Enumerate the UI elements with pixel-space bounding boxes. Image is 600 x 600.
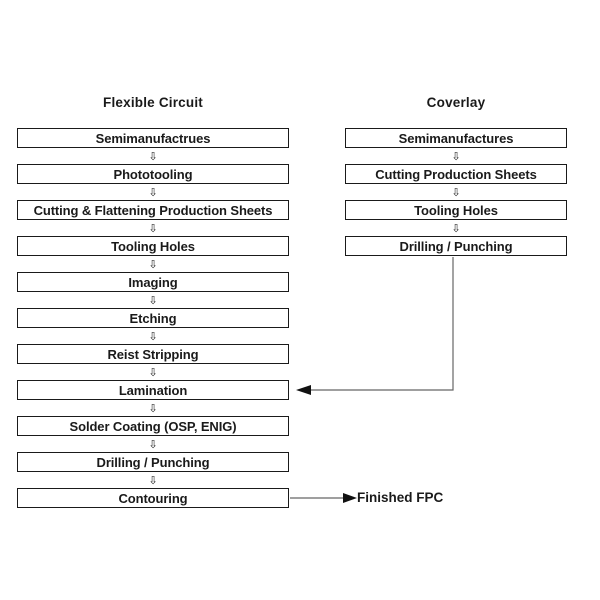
flow-step-box: Drilling / Punching (17, 452, 289, 472)
flow-step-box: Cutting & Flattening Production Sheets (17, 200, 289, 220)
flow-step-box: Cutting Production Sheets (345, 164, 567, 184)
flow-step-box: Drilling / Punching (345, 236, 567, 256)
down-arrow-icon: ⇩ (148, 221, 158, 235)
down-arrow-icon: ⇩ (148, 149, 158, 163)
left-column-title: Flexible Circuit (103, 95, 203, 110)
flow-step-box: Reist Stripping (17, 344, 289, 364)
flow-step-box: Imaging (17, 272, 289, 292)
flexible-circuit-column: Semimanufactrues ⇩ Phototooling ⇩ Cuttin… (17, 128, 289, 508)
down-arrow-icon: ⇩ (148, 257, 158, 271)
down-arrow-icon: ⇩ (148, 293, 158, 307)
down-arrow-icon: ⇩ (148, 473, 158, 487)
down-arrow-icon: ⇩ (148, 401, 158, 415)
coverlay-to-lamination-line (309, 257, 454, 391)
flow-step-box: Phototooling (17, 164, 289, 184)
down-arrow-icon: ⇩ (148, 185, 158, 199)
down-arrow-icon: ⇩ (451, 149, 461, 163)
down-arrow-icon: ⇩ (451, 221, 461, 235)
flow-step-box: Tooling Holes (17, 236, 289, 256)
left-arrowhead-icon (296, 385, 311, 395)
right-column-title: Coverlay (426, 95, 486, 110)
flow-step-box: Etching (17, 308, 289, 328)
right-arrowhead-icon (343, 493, 357, 503)
flow-step-box: Semimanufactures (345, 128, 567, 148)
flow-step-box: Lamination (17, 380, 289, 400)
down-arrow-icon: ⇩ (148, 365, 158, 379)
finished-fpc-label: Finished FPC (357, 490, 444, 505)
flow-step-box: Contouring (17, 488, 289, 508)
flow-step-box: Tooling Holes (345, 200, 567, 220)
down-arrow-icon: ⇩ (148, 329, 158, 343)
down-arrow-icon: ⇩ (451, 185, 461, 199)
flow-step-box: Solder Coating (OSP, ENIG) (17, 416, 289, 436)
flow-step-box: Semimanufactrues (17, 128, 289, 148)
coverlay-column: Semimanufactures ⇩ Cutting Production Sh… (345, 128, 567, 256)
down-arrow-icon: ⇩ (148, 437, 158, 451)
